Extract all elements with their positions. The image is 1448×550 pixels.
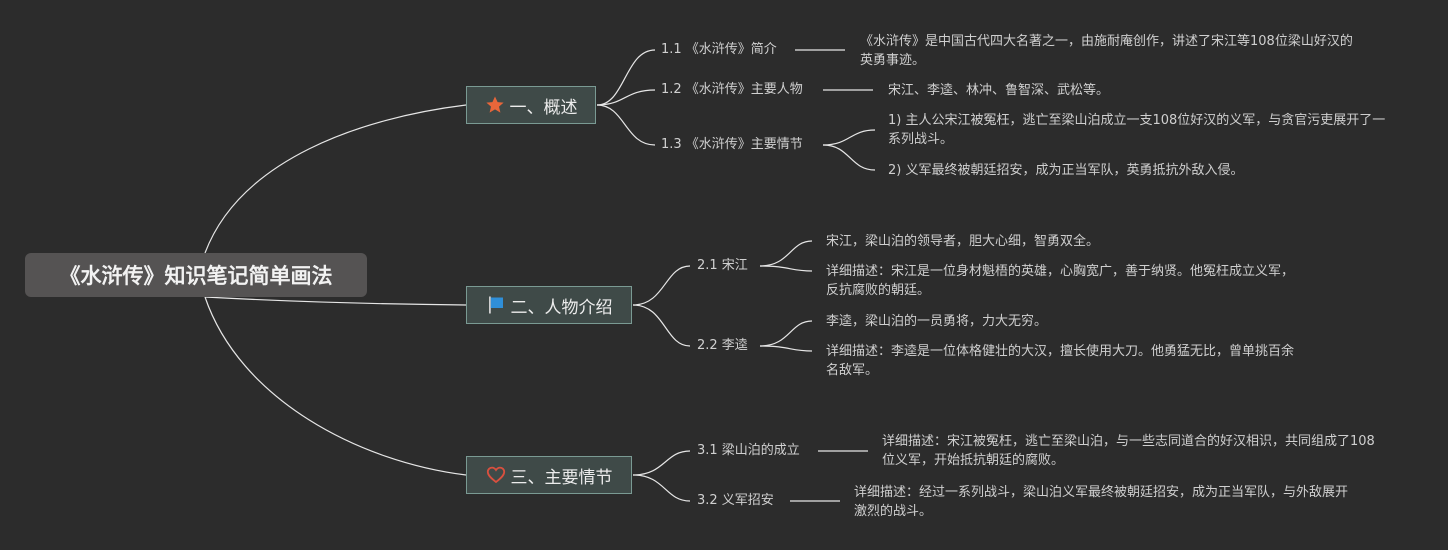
leaf-2-2-2-text: 详细描述：李逵是一位体格健壮的大汉，擅长使用大刀。他勇猛无比，曾单挑百余名敌军。 <box>826 344 1295 378</box>
connector-line <box>632 265 691 306</box>
connector-line <box>759 320 813 347</box>
subtopic-1-1[interactable]: 1.1 《水浒传》简介 <box>661 42 777 58</box>
leaf-1-3-1-text: 1) 主人公宋江被冤枉，逃亡至梁山泊成立一支108位好汉的义军，与贪官污吏展开了… <box>888 113 1386 147</box>
leaf-2-1-1[interactable]: 宋江，梁山泊的领导者，胆大心细，智勇双全。 <box>826 232 1306 251</box>
topic-characters[interactable]: 二、人物介绍 <box>466 286 632 324</box>
root-topic-label: 《水浒传》知识笔记简单画法 <box>59 264 333 288</box>
flag-icon <box>486 295 506 315</box>
leaf-3-2-1[interactable]: 详细描述：经过一系列战斗，梁山泊义军最终被朝廷招安，成为正当军队，与外敌展开激烈… <box>854 483 1354 521</box>
connector-line <box>822 129 876 146</box>
subtopic-2-2[interactable]: 2.2 李逵 <box>697 338 748 354</box>
leaf-1-3-2-text: 2) 义军最终被朝廷招安，成为正当军队，英勇抵抗外敌入侵。 <box>888 163 1244 178</box>
topic-plot-label: 三、主要情节 <box>510 467 613 488</box>
connector-line <box>204 296 467 476</box>
leaf-1-3-1[interactable]: 1) 主人公宋江被冤枉，逃亡至梁山泊成立一支108位好汉的义军，与贪官污吏展开了… <box>888 111 1388 149</box>
subtopic-2-1[interactable]: 2.1 宋江 <box>697 258 748 274</box>
root-topic[interactable]: 《水浒传》知识笔记简单画法 <box>25 253 367 297</box>
star-icon <box>485 95 505 115</box>
subtopic-1-1-label: 1.1 《水浒传》简介 <box>661 42 777 57</box>
subtopic-3-1[interactable]: 3.1 梁山泊的成立 <box>697 443 800 459</box>
leaf-2-1-1-text: 宋江，梁山泊的领导者，胆大心细，智勇双全。 <box>826 234 1100 249</box>
connector-line <box>632 304 691 347</box>
connector-line <box>596 104 656 146</box>
connector-line <box>596 89 656 106</box>
leaf-3-1-1[interactable]: 详细描述：宋江被冤枉，逃亡至梁山泊，与一些志同道合的好汉相识，共同组成了108位… <box>882 432 1382 470</box>
connector-line <box>596 49 656 106</box>
leaf-2-2-2[interactable]: 详细描述：李逵是一位体格健壮的大汉，擅长使用大刀。他勇猛无比，曾单挑百余名敌军。 <box>826 342 1306 380</box>
connector-line <box>632 474 691 502</box>
subtopic-2-2-label: 2.2 李逵 <box>697 338 748 353</box>
connector-line <box>822 144 876 171</box>
connector-line <box>759 240 813 267</box>
topic-overview[interactable]: 一、概述 <box>466 86 596 124</box>
subtopic-3-2[interactable]: 3.2 义军招安 <box>697 493 774 509</box>
subtopic-3-1-label: 3.1 梁山泊的成立 <box>697 443 800 458</box>
leaf-1-1-1[interactable]: 《水浒传》是中国古代四大名著之一，由施耐庵创作，讲述了宋江等108位梁山好汉的英… <box>860 32 1360 70</box>
subtopic-1-2[interactable]: 1.2 《水浒传》主要人物 <box>661 82 803 98</box>
connector-line <box>204 104 467 254</box>
leaf-3-1-1-text: 详细描述：宋江被冤枉，逃亡至梁山泊，与一些志同道合的好汉相识，共同组成了108位… <box>882 434 1375 468</box>
topic-plot[interactable]: 三、主要情节 <box>466 456 632 494</box>
topic-characters-label: 二、人物介绍 <box>510 297 613 318</box>
subtopic-1-3-label: 1.3 《水浒传》主要情节 <box>661 137 803 152</box>
topic-overview-label: 一、概述 <box>509 97 578 118</box>
subtopic-1-3[interactable]: 1.3 《水浒传》主要情节 <box>661 137 803 153</box>
subtopic-3-2-label: 3.2 义军招安 <box>697 493 774 508</box>
connector-line <box>632 450 691 476</box>
leaf-1-2-1-text: 宋江、李逵、林冲、鲁智深、武松等。 <box>888 83 1110 98</box>
connector-line <box>759 345 813 352</box>
connector-line <box>759 265 813 272</box>
leaf-1-2-1[interactable]: 宋江、李逵、林冲、鲁智深、武松等。 <box>888 81 1288 100</box>
subtopic-1-2-label: 1.2 《水浒传》主要人物 <box>661 82 803 97</box>
leaf-2-2-1-text: 李逵，梁山泊的一员勇将，力大无穷。 <box>826 314 1048 329</box>
heart-icon <box>486 465 506 485</box>
leaf-1-1-1-text: 《水浒传》是中国古代四大名著之一，由施耐庵创作，讲述了宋江等108位梁山好汉的英… <box>860 34 1353 68</box>
subtopic-2-1-label: 2.1 宋江 <box>697 258 748 273</box>
leaf-2-2-1[interactable]: 李逵，梁山泊的一员勇将，力大无穷。 <box>826 312 1306 331</box>
leaf-1-3-2[interactable]: 2) 义军最终被朝廷招安，成为正当军队，英勇抵抗外敌入侵。 <box>888 161 1388 180</box>
connector-line <box>204 296 467 306</box>
leaf-2-1-2-text: 详细描述：宋江是一位身材魁梧的英雄，心胸宽广，善于纳贤。他冤枉成立义军，反抗腐败… <box>826 264 1295 298</box>
leaf-2-1-2[interactable]: 详细描述：宋江是一位身材魁梧的英雄，心胸宽广，善于纳贤。他冤枉成立义军，反抗腐败… <box>826 262 1306 300</box>
leaf-3-2-1-text: 详细描述：经过一系列战斗，梁山泊义军最终被朝廷招安，成为正当军队，与外敌展开激烈… <box>854 485 1349 519</box>
